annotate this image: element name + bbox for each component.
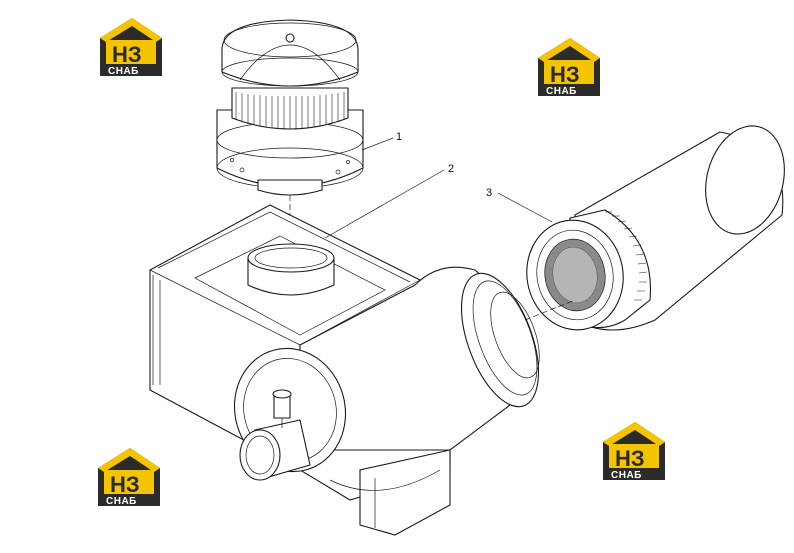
callout-label-2: 2: [448, 163, 454, 175]
callout-label-3: 3: [486, 187, 492, 199]
watermark-bottom-text: СНАБ: [611, 470, 642, 481]
callout-3: 3: [486, 187, 553, 223]
watermark-top-text: НЗ: [110, 472, 140, 497]
watermark-logo: НЗ СНАБ: [603, 422, 665, 481]
watermark-logo: НЗ СНАБ: [538, 38, 600, 97]
watermark-bottom-text: СНАБ: [108, 66, 139, 77]
watermark-bottom-text: СНАБ: [546, 86, 577, 97]
part-2-filter-housing: [149, 204, 540, 536]
watermark-top-text: НЗ: [112, 42, 142, 67]
watermark-logo: НЗ СНАБ: [100, 18, 162, 77]
callout-label-1: 1: [396, 131, 402, 143]
part-1-precleaner: [216, 19, 364, 196]
watermark-top-text: НЗ: [550, 62, 580, 87]
part-3-filter-element: [526, 125, 785, 331]
watermark-bottom-text: СНАБ: [106, 496, 137, 507]
callout-2: 2: [324, 163, 454, 239]
watermark-logo: НЗ СНАБ: [98, 448, 160, 507]
watermark-top-text: НЗ: [615, 446, 645, 471]
callout-1: 1: [361, 131, 402, 151]
